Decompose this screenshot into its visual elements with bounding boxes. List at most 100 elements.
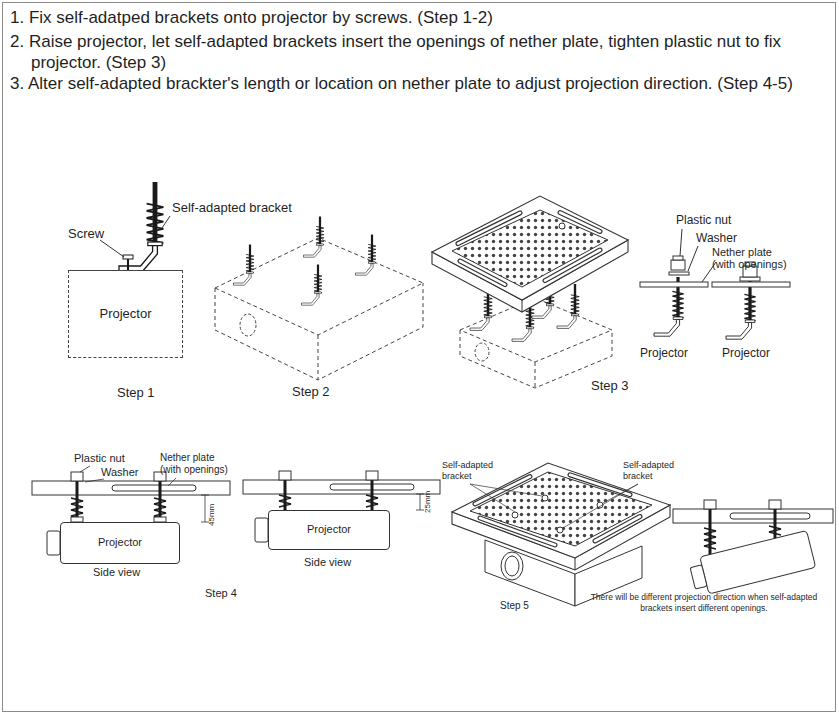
plastic-nut xyxy=(704,500,716,509)
leader-line xyxy=(563,484,638,528)
slot-outline xyxy=(458,213,600,285)
projector-outline xyxy=(460,330,612,388)
bracket-assembly xyxy=(302,265,322,306)
step-caption: Step 3 xyxy=(591,378,629,394)
spring xyxy=(366,495,378,507)
bracket-head xyxy=(542,495,548,501)
spring xyxy=(71,498,83,519)
part-label: Nether plate (with openings) xyxy=(712,246,796,270)
spring xyxy=(154,498,166,519)
projector-outline xyxy=(215,238,423,335)
plate-edge xyxy=(522,300,523,312)
plate-slot xyxy=(112,485,196,491)
plastic-nut-cap xyxy=(673,256,683,260)
bolt-assembly xyxy=(154,472,166,522)
bracket-head xyxy=(557,527,563,533)
threaded-rod xyxy=(709,506,712,556)
part-label: Washer xyxy=(101,466,139,479)
bolt-assembly xyxy=(71,472,83,522)
plate-slot xyxy=(730,513,810,519)
nether-plate-side xyxy=(243,480,440,494)
leader-line xyxy=(100,240,124,257)
projector-lens xyxy=(255,518,268,542)
plastic-nut xyxy=(769,500,781,509)
plastic-nut xyxy=(279,471,291,480)
part-label: Plastic nut xyxy=(74,452,125,465)
node-text: Projector xyxy=(98,536,142,549)
projector-lens xyxy=(475,343,489,361)
washer xyxy=(740,277,760,281)
part-label: Self-adapted bracket xyxy=(442,460,500,482)
screw-head xyxy=(123,255,133,259)
plate-slots xyxy=(475,475,640,545)
dimension-line xyxy=(416,494,424,510)
projector-body xyxy=(700,530,816,593)
tilted-projector xyxy=(688,530,816,596)
nether-plate-section xyxy=(712,282,790,287)
instruction-step: 2. Raise projector, let self-adapted bra… xyxy=(10,31,810,73)
plastic-nut xyxy=(671,260,685,270)
part-label: Self-adapted bracket xyxy=(623,460,681,482)
nether-plate-side xyxy=(673,509,833,523)
spring xyxy=(279,495,291,507)
leader-line xyxy=(688,246,698,271)
projector-lens xyxy=(240,314,256,336)
projector-outline xyxy=(460,298,612,362)
slot-opening xyxy=(475,475,640,545)
view-label: Side view xyxy=(93,566,140,579)
bracket-assembly xyxy=(234,245,254,286)
part-label: Plastic nut xyxy=(676,213,731,227)
threaded-rod xyxy=(774,506,777,540)
spring xyxy=(704,528,716,549)
node-text: Projector xyxy=(307,523,351,536)
projector-lens xyxy=(690,565,707,589)
leader-line xyxy=(80,466,90,472)
perforated-plate xyxy=(452,210,608,287)
bolt-assembly xyxy=(366,471,378,510)
spring xyxy=(769,526,781,535)
part-label: Screw xyxy=(68,226,104,242)
slot-opening xyxy=(458,213,600,285)
instruction-step: 1. Fix self-adatped brackets onto projec… xyxy=(10,7,810,28)
page-frame xyxy=(3,3,836,712)
projector-box: Projector xyxy=(60,522,180,564)
step-caption: Step 5 xyxy=(500,600,529,612)
bolt-assembly xyxy=(704,500,716,556)
part-label: Projector xyxy=(722,346,770,360)
bracket-assembly xyxy=(304,217,324,258)
plate-rim xyxy=(432,196,628,300)
part-label: Washer xyxy=(696,231,737,245)
projector-lens xyxy=(501,552,523,580)
dimension-label: 45mm xyxy=(207,504,216,526)
node-text: Projector xyxy=(99,306,151,322)
step-caption: Step 4 xyxy=(205,587,237,600)
washer xyxy=(669,272,689,275)
projector-lens xyxy=(47,531,60,555)
leader-line xyxy=(680,229,682,256)
note-text: There will be different projection direc… xyxy=(585,592,823,614)
plate-edge xyxy=(575,558,576,570)
bolt-assembly xyxy=(769,500,781,540)
view-label: Side view xyxy=(304,556,351,569)
bracket-assembly xyxy=(356,235,376,276)
part-label: Self-adapted bracket xyxy=(172,200,292,216)
leader-line xyxy=(168,478,176,486)
instruction-step: 3. Alter self-adapted brackter's length … xyxy=(10,73,810,94)
leader-line xyxy=(85,479,104,482)
bracket-assembly xyxy=(726,280,756,339)
part-label: Projector xyxy=(640,346,688,360)
plastic-nut xyxy=(71,472,83,481)
slot-outline xyxy=(475,475,640,545)
perforated-plate xyxy=(470,472,652,546)
projector-box: Projector xyxy=(68,270,183,358)
step-caption: Step 2 xyxy=(292,384,330,400)
leader-line xyxy=(162,216,170,228)
leader-line xyxy=(470,484,542,512)
bolt-assembly xyxy=(279,471,291,510)
projector-lens xyxy=(505,556,519,576)
plate-slots xyxy=(458,213,600,285)
